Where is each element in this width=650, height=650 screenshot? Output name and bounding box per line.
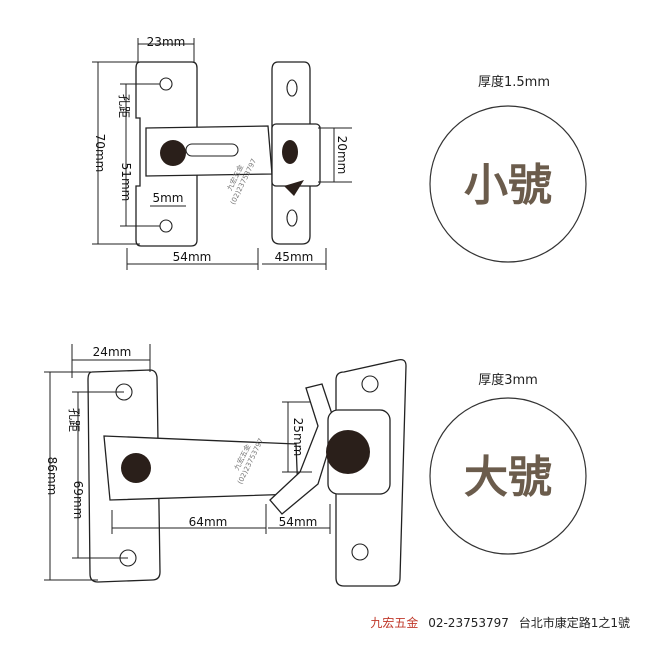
large-latch bbox=[87, 358, 407, 587]
small-slot bbox=[185, 143, 239, 157]
large-knob bbox=[121, 453, 151, 483]
large-dimension-lines bbox=[44, 344, 331, 581]
large-keeper-top-hole bbox=[361, 375, 379, 393]
large-bolt-arm bbox=[269, 383, 337, 515]
small-left-top-hole bbox=[159, 77, 173, 91]
small-hole-pitch-caption: 孔距 bbox=[117, 94, 131, 118]
small-right-top-hole bbox=[286, 79, 298, 97]
small-keeper-tip bbox=[284, 180, 304, 196]
small-keeper-depth-label: 20mm bbox=[335, 136, 349, 175]
small-keeper-width-label: 45mm bbox=[275, 250, 314, 264]
large-keeper-knob bbox=[326, 430, 370, 474]
small-dimension-labels: 23mm 70mm 孔距 51mm 5mm 54mm 45mm 20mm bbox=[93, 35, 349, 264]
large-size-badge: 厚度3mm 大號 bbox=[429, 372, 587, 555]
footer: 九宏五金 02-23753797 台北市康定路1之1號 bbox=[0, 614, 650, 632]
large-hole-pitch-caption: 孔距 bbox=[67, 408, 81, 432]
small-dimension-lines bbox=[92, 38, 352, 270]
footer-address: 台北市康定路1之1號 bbox=[518, 616, 630, 630]
large-hole-pitch-label: 69mm bbox=[71, 481, 85, 520]
small-height-label: 70mm bbox=[93, 134, 107, 173]
small-keeper-knob bbox=[282, 140, 298, 164]
small-knob bbox=[160, 140, 186, 166]
small-top-width-label: 23mm bbox=[147, 35, 186, 49]
footer-phone: 02-23753797 bbox=[428, 616, 509, 630]
large-dimension-labels: 24mm 86mm 孔距 69mm 64mm 54mm 25mm bbox=[45, 345, 317, 529]
large-size-label: 大號 bbox=[464, 452, 552, 503]
small-hole-pitch-label: 51mm bbox=[119, 163, 133, 202]
small-thickness-label: 厚度1.5mm bbox=[478, 74, 550, 90]
large-height-label: 86mm bbox=[45, 457, 59, 496]
large-top-width-label: 24mm bbox=[93, 345, 132, 359]
small-slot-label: 5mm bbox=[152, 191, 183, 205]
footer-brand: 九宏五金 bbox=[370, 616, 419, 630]
large-keeper-bottom-hole bbox=[351, 543, 369, 561]
small-left-bottom-hole bbox=[159, 219, 173, 233]
small-latch bbox=[135, 61, 321, 247]
large-keeper-depth-label: 25mm bbox=[291, 418, 305, 457]
large-keeper-width-label: 54mm bbox=[279, 515, 318, 529]
large-bolt-length-label: 64mm bbox=[189, 515, 228, 529]
small-badge-circle bbox=[429, 105, 587, 263]
large-thickness-label: 厚度3mm bbox=[478, 372, 538, 388]
small-size-label: 小號 bbox=[464, 160, 552, 211]
small-bolt-length-label: 54mm bbox=[173, 250, 212, 264]
small-size-badge: 厚度1.5mm 小號 bbox=[429, 74, 587, 263]
small-right-bottom-hole bbox=[286, 209, 298, 227]
large-badge-circle bbox=[429, 397, 587, 555]
